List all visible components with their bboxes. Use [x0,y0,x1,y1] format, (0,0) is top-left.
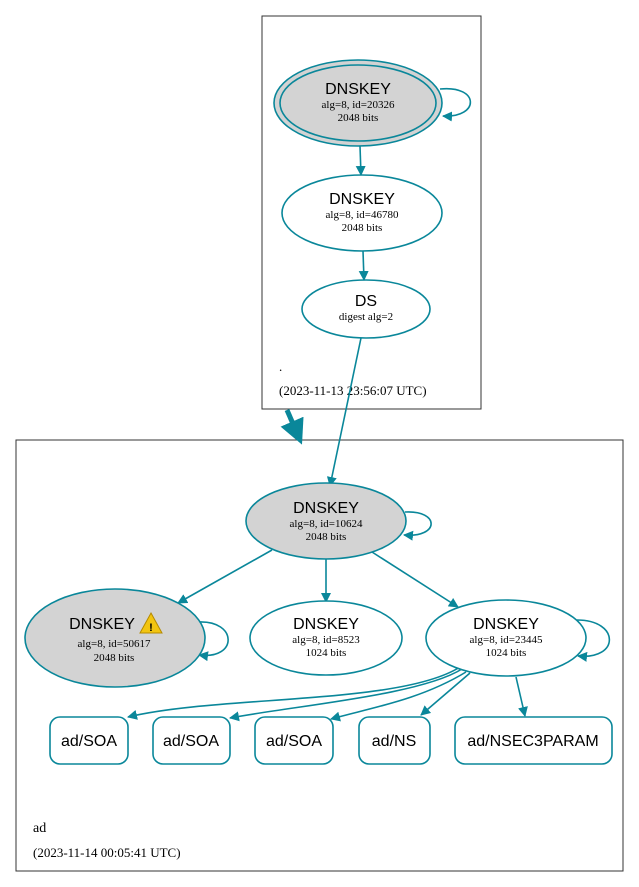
edge-23445-soa2 [229,668,463,722]
edge-23445-soa3 [330,671,467,722]
node-root-zsk-line1: alg=8, id=46780 [326,209,399,221]
delegation-arrow [280,409,304,445]
zone-ad-name: ad [33,821,46,836]
node-root-ds-line1: digest alg=2 [339,311,393,323]
record-soa-2-label: ad/SOA [163,733,219,750]
edge-self-ad-key-23445 [576,619,611,662]
node-ad-key-warn: DNSKEY ! alg=8, id=50617 2048 bits [24,588,206,688]
node-ad-key-8523-line1: alg=8, id=8523 [292,634,360,646]
node-root-ksk-line1: alg=8, id=20326 [322,99,395,111]
node-root-ksk-title: DNSKEY [325,81,391,98]
record-soa-3-label: ad/SOA [266,733,322,750]
node-ad-key-warn-line1: alg=8, id=50617 [78,638,151,650]
node-ad-key-23445: DNSKEY alg=8, id=23445 1024 bits [425,599,587,677]
edge-self-ad-ksk [403,511,432,541]
record-soa-2: ad/SOA [152,716,231,765]
edge-23445-nsec3param [515,676,528,717]
warning-icon: ! [139,611,163,634]
edge-root-zsk-ds [358,250,369,281]
node-root-ds: DS digest alg=2 [301,279,431,339]
node-ad-ksk: DNSKEY alg=8, id=10624 2048 bits [245,482,407,560]
zone-ad: ad (2023-11-14 00:05:41 UTC) [15,439,624,872]
edge-root-ksk-zsk [355,145,366,176]
record-ns: ad/NS [358,716,431,765]
edges [127,87,611,722]
record-nsec3param: ad/NSEC3PARAM [454,716,613,765]
node-ad-key-warn-line2: 2048 bits [94,652,135,664]
svg-text:!: ! [149,622,153,634]
zone-root-timestamp: (2023-11-13 23:56:07 UTC) [279,383,427,398]
node-ad-ksk-line2: 2048 bits [306,531,347,543]
node-root-ds-title: DS [355,293,377,310]
node-ad-key-23445-line1: alg=8, id=23445 [470,634,543,646]
node-root-zsk-title: DNSKEY [329,191,395,208]
edge-23445-soa1 [127,666,461,720]
node-ad-key-8523-line2: 1024 bits [306,647,347,659]
node-ad-ksk-line1: alg=8, id=10624 [290,518,363,530]
node-ad-key-8523-title: DNSKEY [293,616,359,633]
record-nsec3param-label: ad/NSEC3PARAM [467,733,598,750]
edge-ad-ksk-warn [177,549,273,604]
zone-root: . (2023-11-13 23:56:07 UTC) [261,15,482,410]
edge-23445-ns [420,672,471,716]
node-ad-key-23445-line2: 1024 bits [486,647,527,659]
edge-self-root-ksk [439,87,472,122]
node-root-zsk-line2: 2048 bits [342,222,383,234]
record-ns-label: ad/NS [372,733,416,750]
node-root-ksk: DNSKEY alg=8, id=20326 2048 bits [273,59,443,147]
zone-root-name: . [279,359,282,374]
node-ad-key-warn-title: DNSKEY [69,616,135,633]
node-ad-key-8523: DNSKEY alg=8, id=8523 1024 bits [249,600,403,676]
node-ad-key-23445-title: DNSKEY [473,616,539,633]
node-ad-ksk-title: DNSKEY [293,500,359,517]
node-root-zsk: DNSKEY alg=8, id=46780 2048 bits [281,174,443,252]
record-soa-1: ad/SOA [49,716,129,765]
edge-ad-ksk-23445 [371,551,459,608]
zone-ad-timestamp: (2023-11-14 00:05:41 UTC) [33,845,181,860]
record-soa-3: ad/SOA [254,716,334,765]
edge-self-ad-key-warn [197,621,229,662]
node-root-ksk-line2: 2048 bits [338,112,379,124]
edge-ds-ad-ksk [326,337,362,487]
record-soa-1-label: ad/SOA [61,733,117,750]
